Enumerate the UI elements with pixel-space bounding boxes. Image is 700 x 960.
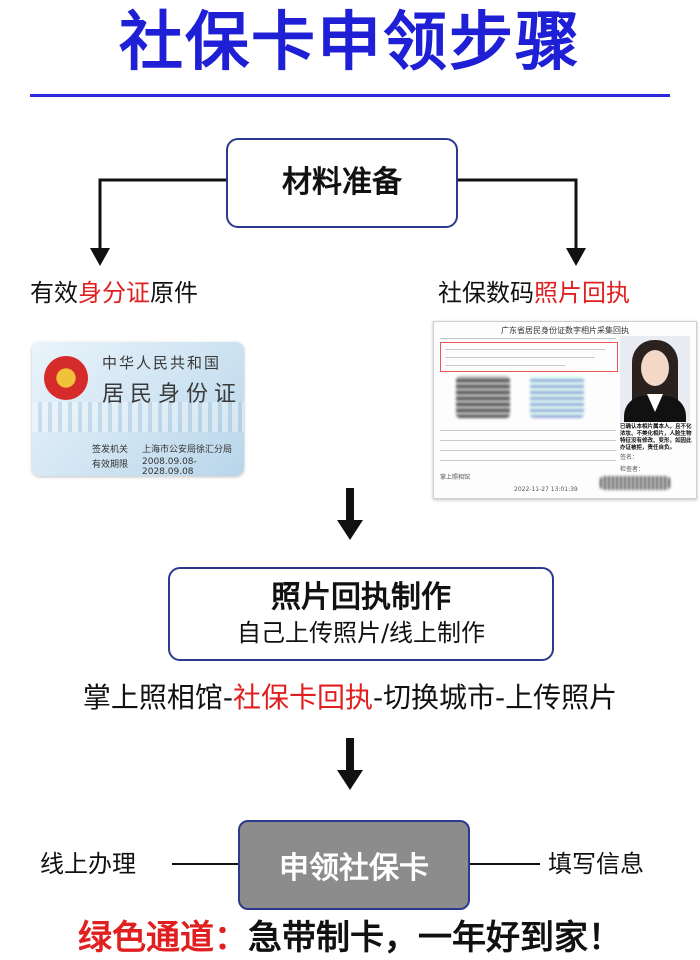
receipt-qr-code	[456, 376, 510, 418]
receipt-date: 2022-11-27 13:01:39	[514, 486, 578, 493]
green-channel-text: 急带制卡，一年好到家！	[248, 918, 622, 958]
page-title: 社保卡申领步骤	[119, 6, 581, 80]
materials-box: 材料准备	[226, 138, 458, 228]
receipt-rule	[440, 338, 616, 339]
arrow-down-shaft-1	[346, 488, 354, 522]
id-card-validity-key: 有效期限	[92, 460, 129, 470]
steps-instruction: 掌上照相馆-社保卡回执-切换城市-上传照片	[0, 680, 700, 716]
receipt-making-title: 照片回执制作	[271, 580, 451, 615]
title-divider	[30, 94, 670, 97]
receipt-notes: 已确认本相片属本人，且不化浓妆、不美化相片，人脸生物特征没有修改、变形，如因此办…	[620, 424, 692, 451]
receipt-title: 广东省居民身份证数字相片采集回执	[501, 326, 629, 335]
id-card-label: 有效身分证原件	[30, 277, 198, 309]
receipt-making-box: 照片回执制作 自己上传照片/线上制作	[168, 567, 554, 661]
steps-part-2: 社保卡回执	[232, 681, 373, 714]
id-card-label-prefix: 有效	[30, 279, 78, 307]
photo-receipt-label: 社保数码照片回执	[438, 277, 630, 309]
id-card-country: 中华人民共和国	[102, 354, 222, 372]
id-card-issuer-key: 签发机关	[92, 445, 129, 455]
great-wall-pattern	[32, 402, 244, 432]
arrow-right-icon	[566, 248, 586, 266]
id-card-label-highlight: 身分证	[78, 279, 150, 307]
receipt-qr-code-2	[530, 376, 584, 418]
portrait-photo	[620, 336, 690, 422]
photo-receipt-image: 广东省居民身份证数字相片采集回执 掌上照相馆 2022-11-27 13:01:…	[433, 321, 697, 499]
flow-connectors	[90, 178, 586, 865]
arrow-down-shaft-2	[346, 738, 354, 772]
id-card-image: 中华人民共和国 居民身份证 签发机关 上海市公安局徐汇分局 有效期限 2008.…	[32, 342, 244, 476]
green-channel-label: 绿色通道：	[78, 918, 248, 958]
photo-receipt-label-prefix: 社保数码	[438, 279, 534, 307]
connector-left	[98, 178, 226, 250]
receipt-studio-name: 掌上照相馆	[440, 474, 471, 481]
arrow-left-icon	[90, 248, 110, 266]
photo-receipt-label-highlight: 照片回执	[534, 279, 630, 307]
steps-part-1: 掌上照相馆-	[82, 681, 233, 714]
materials-box-label: 材料准备	[282, 165, 402, 200]
receipt-sign-label: 签名：	[620, 454, 639, 461]
id-card-label-suffix: 原件	[150, 279, 198, 307]
arrow-down-icon	[337, 770, 363, 790]
id-card-issuer-value: 上海市公安局徐汇分局	[142, 445, 233, 455]
id-card-title: 居民身份证	[102, 382, 243, 407]
fill-info-option: 填写信息	[548, 850, 644, 878]
apply-card-box: 申领社保卡	[238, 820, 470, 910]
apply-card-label: 申领社保卡	[279, 851, 429, 886]
receipt-making-subtitle: 自己上传照片/线上制作	[236, 619, 486, 647]
steps-part-3: -切换城市-上传照片	[372, 681, 618, 714]
connector-right	[454, 178, 578, 250]
national-emblem-icon	[44, 356, 88, 400]
id-card-validity-value: 2008.09.08-2028.09.08	[142, 457, 197, 476]
green-channel-line: 绿色通道：急带制卡，一年好到家！	[0, 916, 700, 960]
online-option: 线上办理	[40, 850, 136, 878]
arrow-down-icon	[337, 520, 363, 540]
receipt-text-block	[440, 342, 618, 372]
receipt-barcode	[600, 476, 670, 490]
receipt-check-label: 检查者：	[620, 466, 645, 473]
